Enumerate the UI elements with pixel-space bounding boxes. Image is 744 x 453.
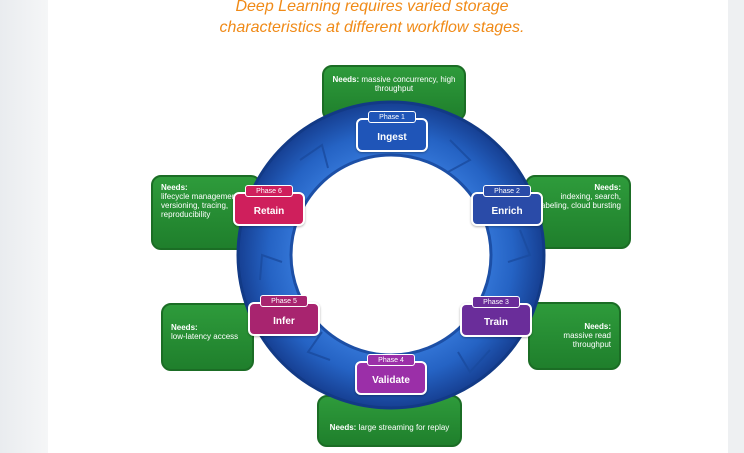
phase-tag-5: Phase 5 <box>260 295 308 307</box>
phase-name-infer: Infer <box>273 316 295 327</box>
phase-box-validate: Phase 4 Validate <box>355 354 427 395</box>
background-right-panel <box>728 0 744 453</box>
needs-text-validate: large streaming for replay <box>358 423 450 432</box>
ring-arrow-icon <box>259 253 283 281</box>
heading-line-1: Deep Learning requires varied storage <box>235 0 509 15</box>
needs-text-ingest: massive concurrency, high throughput <box>361 75 456 93</box>
needs-text-train: massive read throughput <box>563 331 611 349</box>
phase-box-train: Phase 3 Train <box>460 296 532 337</box>
ring-arrows <box>259 139 532 374</box>
ring-arrow-icon <box>507 229 532 263</box>
phase-box-infer: Phase 5 Infer <box>248 295 320 336</box>
needs-label: Needs: <box>332 75 360 84</box>
phase-tag-6: Phase 6 <box>245 185 293 197</box>
background-left-panel <box>0 0 48 453</box>
heading-line-2: characteristics at different workflow st… <box>219 19 525 36</box>
phase-name-validate: Validate <box>372 375 410 386</box>
needs-label: Needs: <box>161 183 188 192</box>
phase-tag-1: Phase 1 <box>368 111 416 123</box>
phase-name-ingest: Ingest <box>377 132 407 143</box>
phase-tag-4: Phase 4 <box>367 354 415 366</box>
ring-arrow-icon <box>306 331 331 361</box>
phase-tag-2: Phase 2 <box>483 185 531 197</box>
needs-text-infer: low-latency access <box>171 332 239 341</box>
needs-label: Needs: <box>329 423 357 432</box>
ring-arrow-icon <box>447 139 472 173</box>
ring-arrow-icon <box>299 143 329 169</box>
phase-tag-3: Phase 3 <box>472 296 520 308</box>
phase-name-enrich: Enrich <box>491 206 523 217</box>
phase-name-retain: Retain <box>253 206 285 217</box>
phase-box-enrich: Phase 2 Enrich <box>471 185 543 226</box>
needs-text-enrich: indexing, search, labeling, cloud bursti… <box>539 192 621 210</box>
needs-text-retain: lifecycle management – versioning, traci… <box>161 192 246 219</box>
needs-label: Needs: <box>584 322 611 331</box>
phase-name-train: Train <box>484 317 508 328</box>
phase-box-retain: Phase 6 Retain <box>233 185 305 226</box>
needs-box-infer: Needs: low-latency access <box>161 303 254 371</box>
needs-label: Needs: <box>171 323 198 332</box>
ring-arrow-icon <box>457 349 491 374</box>
needs-label: Needs: <box>594 183 621 192</box>
phase-box-ingest: Phase 1 Ingest <box>356 111 428 152</box>
